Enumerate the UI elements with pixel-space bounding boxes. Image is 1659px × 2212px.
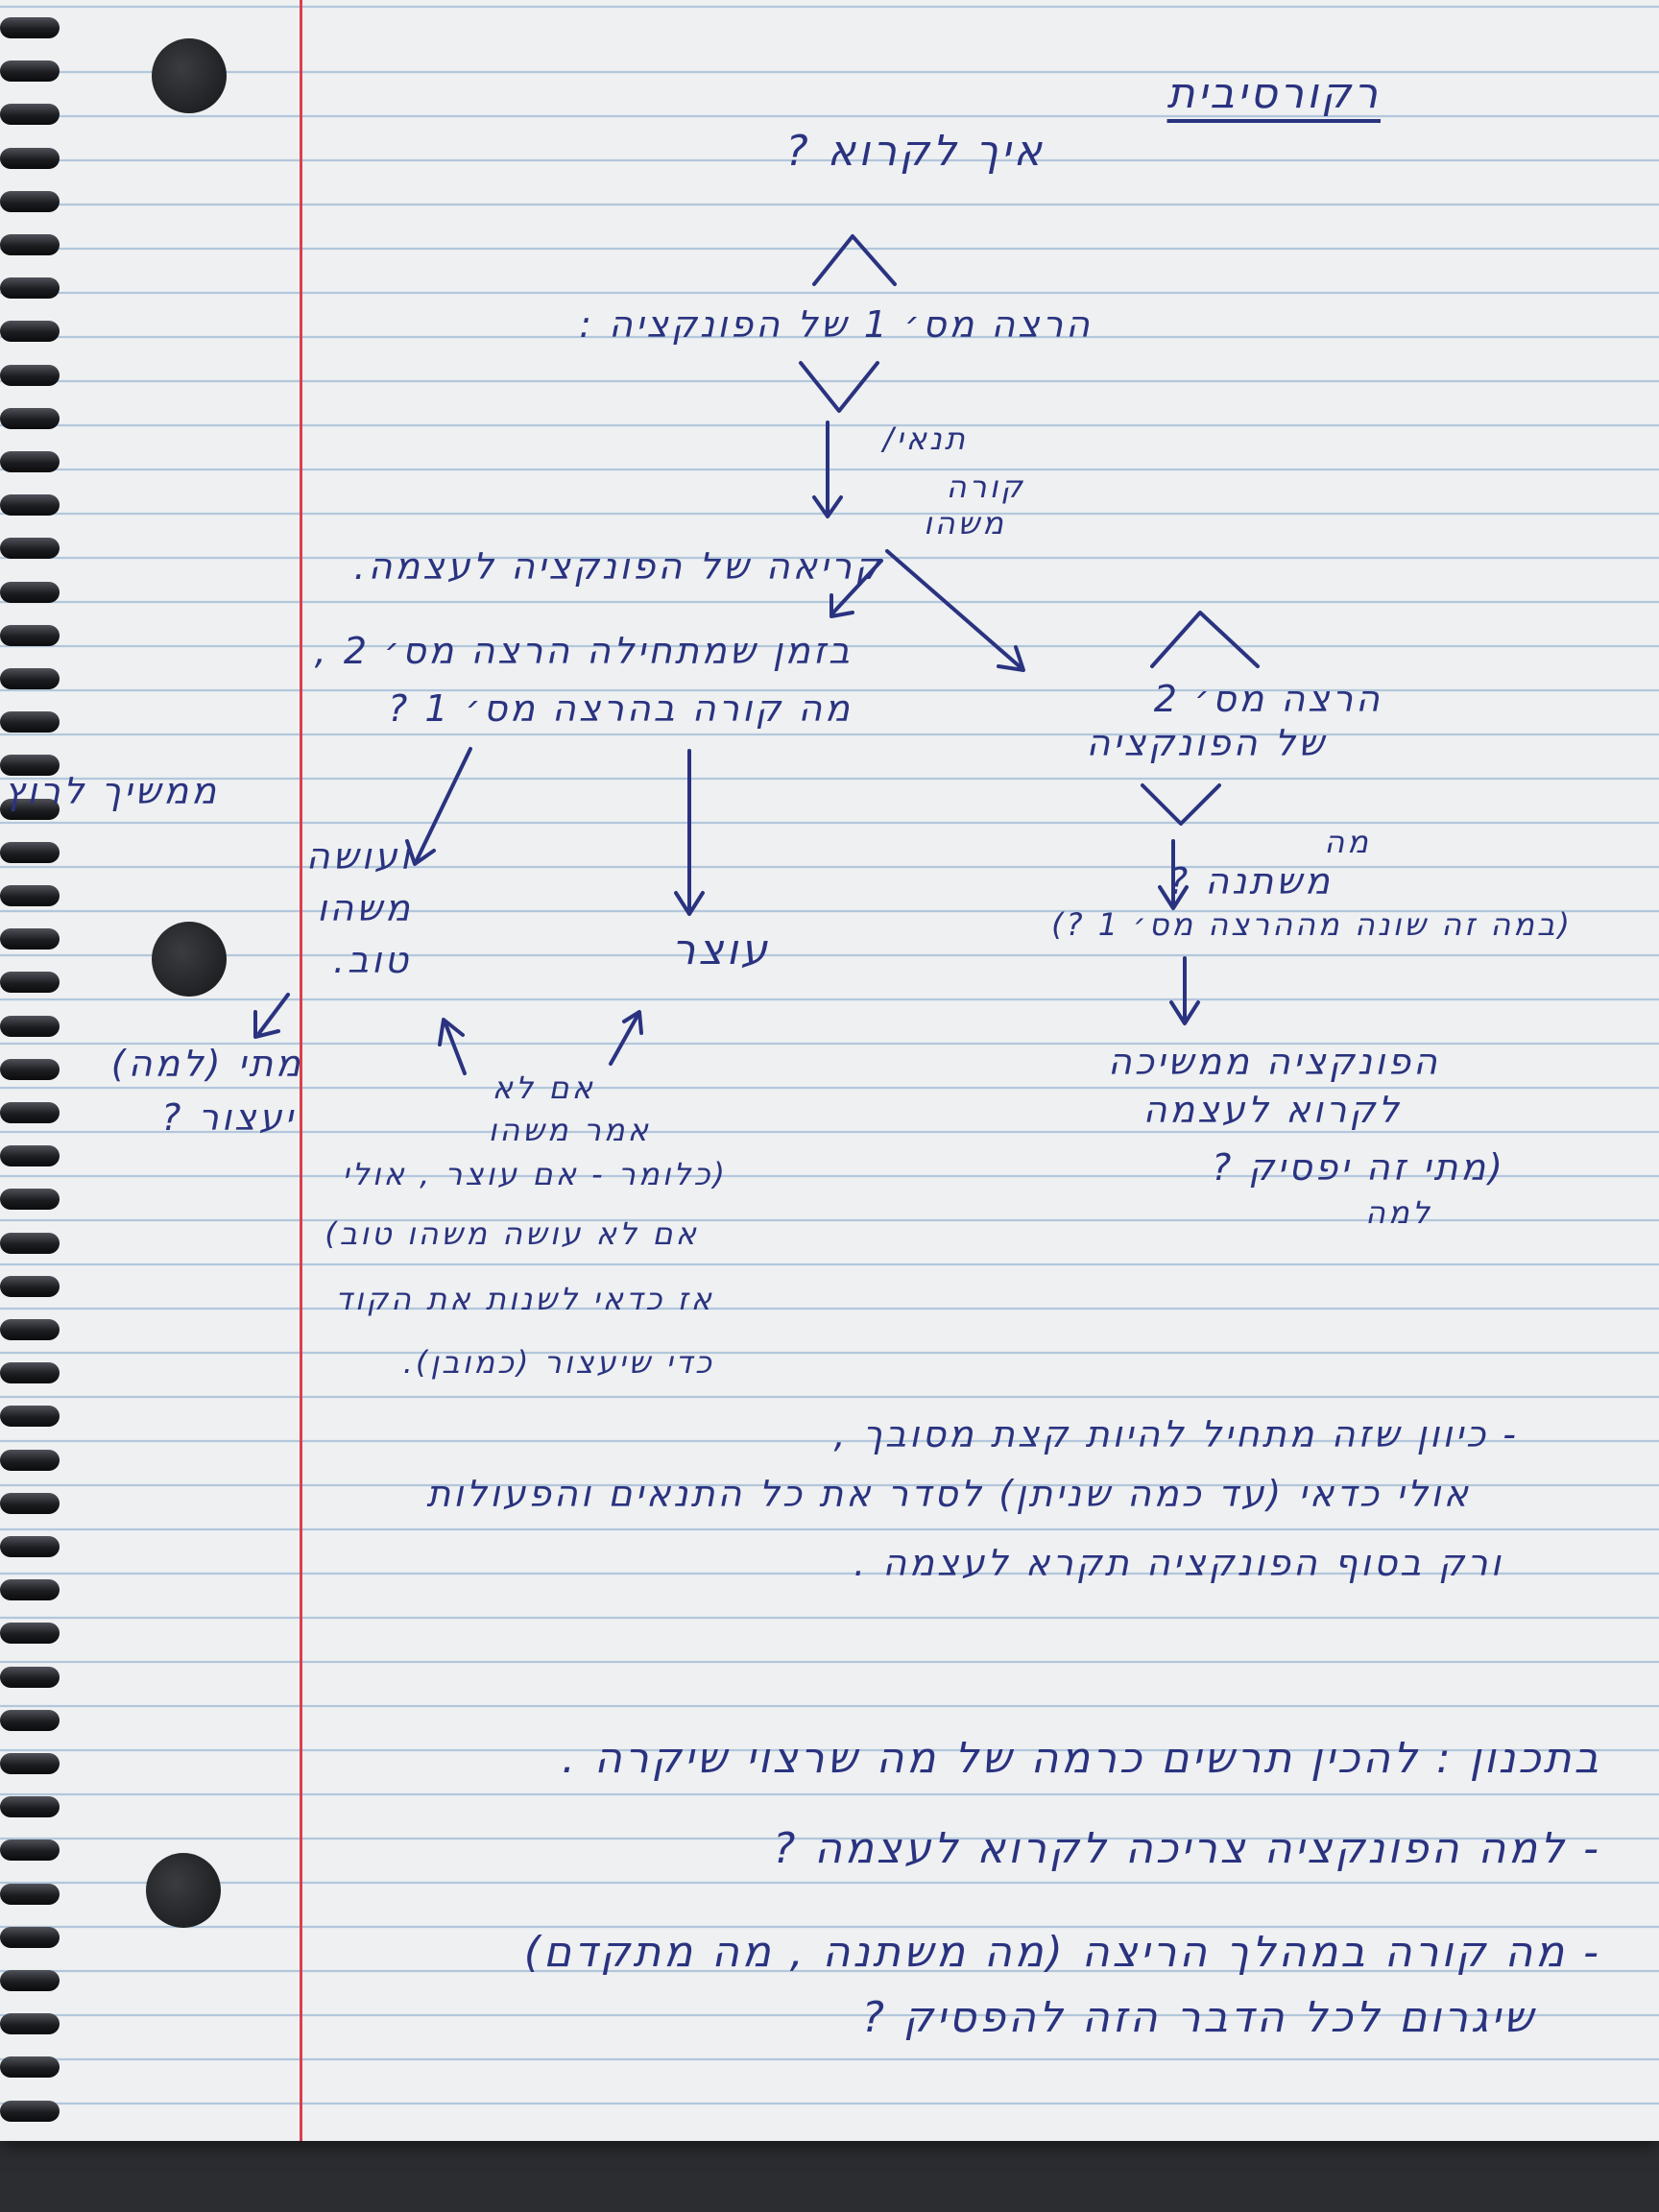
complex-line2: אולי כדאי (עד כמה שניתן) לסדר את כל התנא… (426, 1473, 1471, 1515)
continue-line1: ממשיך לרוץ , (0, 770, 219, 812)
when-line2: יעצור ? (161, 1096, 296, 1139)
spiral-coil (0, 755, 60, 777)
spiral-coil (0, 1275, 60, 1297)
page-title: רקורסיבית (1166, 69, 1381, 118)
spiral-coil (0, 1319, 60, 1340)
when-line1: מתי (למה) (110, 1043, 303, 1085)
spiral-coil (0, 147, 60, 169)
margin-line (300, 0, 302, 2141)
spiral-coil (0, 1579, 60, 1601)
if-not-line2: אמר משהו (488, 1112, 651, 1148)
complex-line3: ורק בסוף הפונקציה תקרא לעצמה . (854, 1542, 1503, 1584)
spiral-coil (0, 1232, 60, 1254)
spiral-coil (0, 1883, 60, 1905)
self-call-note: קריאה של הפונקציה לעצמה. (353, 545, 883, 588)
what-line2: משתנה ? (1168, 860, 1333, 902)
step-run-1: הרצה מס׳ 1 של הפונקציה : (579, 303, 1093, 346)
complex-line1: - כיוון שזה מתחיל להיות קצת מסובך , (833, 1413, 1519, 1455)
spiral-coil (0, 928, 60, 950)
plan-line1: בתכנון : להכין תרשים כרמה של מה שרצוי שי… (561, 1734, 1601, 1783)
spiral-coil (0, 668, 60, 689)
run2-right-line1: הרצה מס׳ 2 (1153, 678, 1382, 720)
continue-line3: משהו (317, 887, 413, 929)
spiral-coil (0, 451, 60, 472)
spiral-coil (0, 538, 60, 560)
calls-line2: לקרוא לעצמה (1142, 1089, 1402, 1131)
spiral-coil (0, 321, 60, 343)
continue-line2: ועושה (305, 835, 413, 878)
spiral-coil (0, 277, 60, 300)
change-label-2: קורה (946, 469, 1025, 505)
spiral-coil (0, 17, 60, 38)
spiral-coil (0, 104, 60, 126)
what-line1: מה (1324, 824, 1371, 860)
spiral-coil (0, 494, 60, 517)
meaning-line1: (כלומר - אם עוצר , אולי (342, 1156, 728, 1192)
punch-hole (152, 38, 227, 113)
spiral-coil (0, 885, 60, 906)
run2-question-line2: מה קורה בהרצה מס׳ 1 ? (388, 687, 853, 730)
spiral-coil (0, 2056, 60, 2079)
if-not-line1: אם לא (492, 1070, 595, 1106)
spiral-coil (0, 1926, 60, 1948)
calls-line4: למה (1365, 1194, 1432, 1231)
spiral-coil (0, 1623, 60, 1645)
spiral-coil (0, 1492, 60, 1514)
continue-line4: טוב. (332, 939, 411, 981)
spiral-coil (0, 798, 60, 820)
spiral-coil (0, 1449, 60, 1471)
spiral-coil (0, 2100, 60, 2122)
spiral-coil (0, 1015, 60, 1037)
spiral-coil (0, 1839, 60, 1862)
stops-label: עוצר (671, 926, 770, 974)
spiral-coil (0, 1362, 60, 1384)
spiral-coil (0, 234, 60, 255)
spiral-coil (0, 1058, 60, 1080)
spiral-coil (0, 1666, 60, 1688)
plan-line2: - למה הפונקציה צריכה לקרוא לעצמה ? (772, 1824, 1601, 1873)
spiral-coil (0, 1536, 60, 1557)
spiral-coil (0, 407, 60, 429)
spiral-coil (0, 2013, 60, 2035)
spiral-coil (0, 581, 60, 603)
spiral-coil (0, 711, 60, 733)
punch-hole (146, 1853, 221, 1928)
spiral-coil (0, 1709, 60, 1731)
spiral-coil (0, 1753, 60, 1774)
spiral-coil (0, 1796, 60, 1818)
punch-hole (152, 922, 227, 997)
spiral-coil (0, 364, 60, 386)
spiral-coil (0, 972, 60, 994)
change-label-1: תנאי/ (882, 421, 968, 457)
calls-line3: (מתי זה יפסיק ? (1212, 1146, 1505, 1189)
plan-line3: - מה קורה במהלך הריצה (מה משתנה , מה מתק… (523, 1928, 1601, 1977)
change-label-3: משהו (923, 505, 1006, 541)
spiral-coil (0, 1102, 60, 1123)
diff-from-run1: (במה זה שונה מההרצה מס׳ 1 ?) (1051, 906, 1573, 943)
meaning-line3: אז כדאי לשנות את הקוד (335, 1281, 714, 1317)
spiral-coil (0, 1970, 60, 1991)
run2-question-line1: בזמן שמתחילה הרצה מס׳ 2 , (314, 630, 853, 672)
notebook-page: רקורסיבית איך לקרוא ? הרצה מס׳ 1 של הפונ… (0, 0, 1659, 2141)
spiral-coil (0, 1189, 60, 1211)
run2-right-line2: של הפונקציה (1086, 722, 1327, 764)
spiral-coil (0, 624, 60, 646)
spiral-coil (0, 60, 60, 83)
meaning-line2: אם לא עושה משהו טוב) (325, 1215, 699, 1252)
plan-line4: שיגרום לכל הדבר הזה להפסיק ? (861, 1993, 1536, 2042)
meaning-line4: כדי שיעצור (כמובן). (402, 1344, 714, 1381)
spiral-coil (0, 190, 60, 212)
calls-line1: הפונקציה ממשיכה (1108, 1041, 1440, 1083)
spiral-coil (0, 841, 60, 863)
spiral-coil (0, 1145, 60, 1167)
question-how-to-call: איך לקרוא ? (785, 127, 1045, 176)
spiral-binding (0, 0, 77, 2141)
spiral-coil (0, 1406, 60, 1428)
